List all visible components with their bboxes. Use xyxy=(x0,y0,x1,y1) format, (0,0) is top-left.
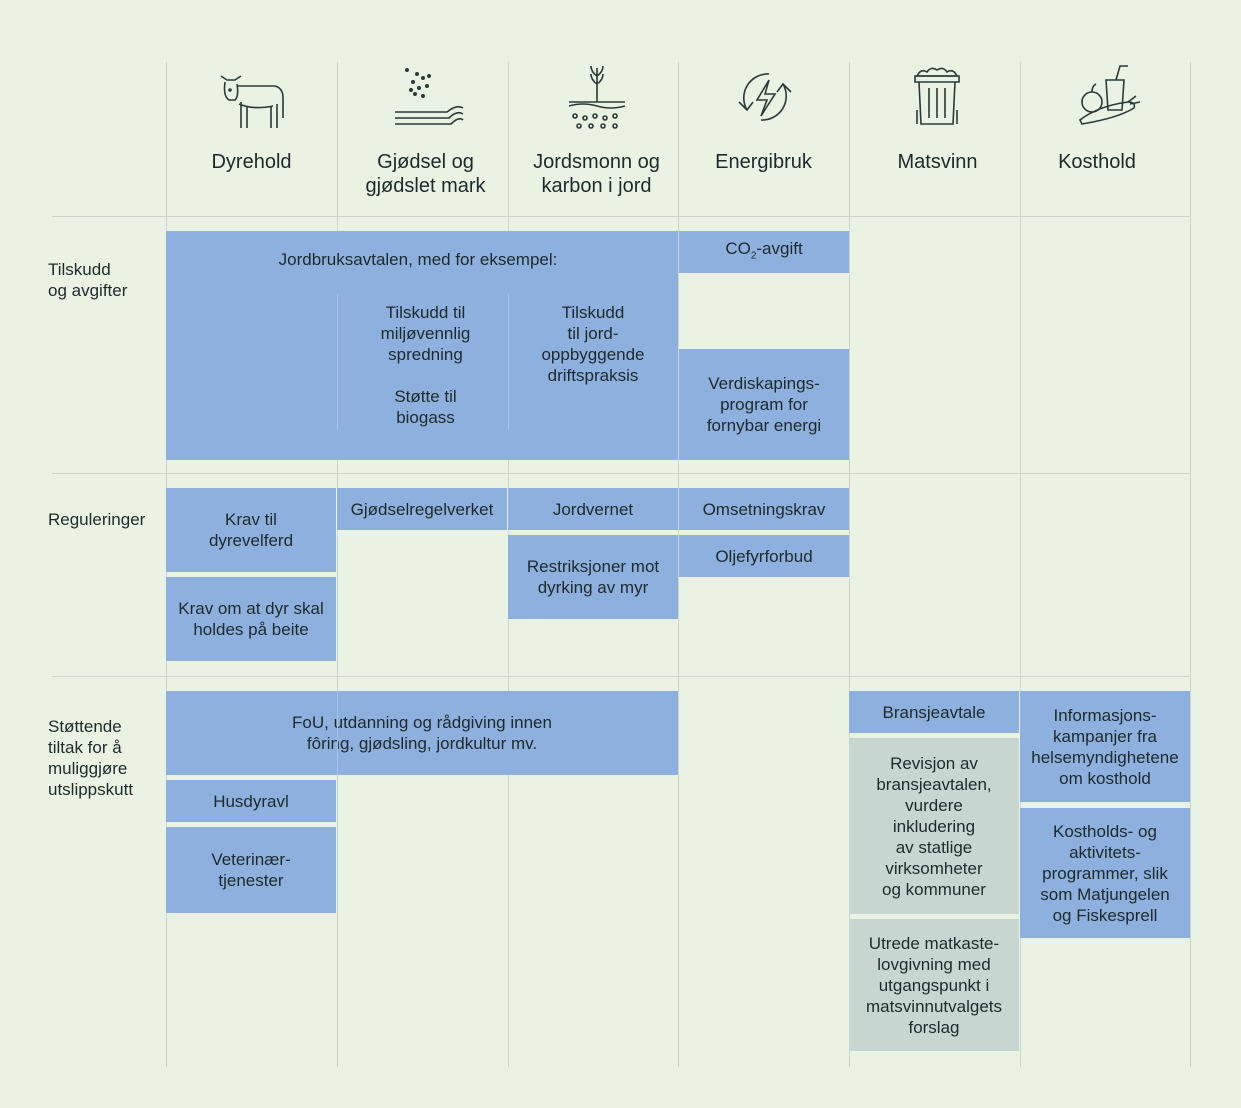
tilskudd-jordoppbyggende-text: Tilskudd til jord- oppbyggende driftspra… xyxy=(541,303,645,385)
fou-divider xyxy=(337,691,338,775)
gjodselregelverket-box: Gjødselregelverket xyxy=(337,488,507,530)
fou-box: FoU, utdanning og rådgiving innen fôring… xyxy=(166,691,678,775)
jordbruksavtalen-divider xyxy=(508,294,509,430)
food-basket-icon xyxy=(1068,62,1148,132)
bransjeavtale-box: Bransjeavtale xyxy=(849,691,1019,733)
jordbruksavtalen-title: Jordbruksavtalen, med for eksempel: xyxy=(278,250,558,269)
husdyravl-box: Husdyravl xyxy=(166,780,336,822)
krav-dyrevelferd-box: Krav til dyrevelferd xyxy=(166,488,336,572)
oljefyrforbud-box: Oljefyrforbud xyxy=(679,535,849,577)
column-header-energibruk: Energibruk xyxy=(715,151,812,173)
cow-icon xyxy=(213,62,293,132)
column-divider xyxy=(849,62,850,1067)
column-header-matsvinn: Matsvinn xyxy=(897,151,978,173)
column-divider xyxy=(678,62,679,1067)
row-label-stottende: Støttende tiltak for å muliggjøre utslip… xyxy=(48,717,134,799)
energy-cycle-icon xyxy=(725,62,805,132)
co2-avgift-box: CO2-avgift xyxy=(679,231,849,273)
co2-label: CO2-avgift xyxy=(725,238,803,262)
column-divider xyxy=(337,62,338,1067)
column-divider xyxy=(1020,62,1021,1067)
column-header-gjodsel: Gjødsel og gjødslet mark xyxy=(365,151,486,197)
fertilizer-field-icon xyxy=(387,62,467,132)
row-label-tilskudd: Tilskudd og avgifter xyxy=(48,260,128,300)
row-divider xyxy=(52,216,1190,217)
informasjonskampanjer-box: Informasjons- kampanjer fra helsemyndigh… xyxy=(1020,691,1190,802)
soil-plant-icon xyxy=(557,62,637,132)
row-label-reguleringer: Reguleringer xyxy=(48,510,146,529)
utrede-box: Utrede matkaste- lovgivning med utgangsp… xyxy=(849,919,1019,1051)
jordbruksavtalen-box xyxy=(166,231,678,460)
column-header-kosthold: Kosthold xyxy=(1058,151,1136,173)
verdiskapingsprogram-box: Verdiskapings- program for fornybar ener… xyxy=(679,349,849,460)
revisjon-box: Revisjon av bransjeavtalen, vurdere inkl… xyxy=(849,738,1019,914)
column-header-jordsmonn: Jordsmonn og karbon i jord xyxy=(533,151,660,197)
tilskudd-miljovennlig-text: Tilskudd til miljøvennlig spredning Støt… xyxy=(380,303,471,427)
food-waste-bin-icon xyxy=(897,62,977,132)
omsetningskrav-box: Omsetningskrav xyxy=(679,488,849,530)
column-divider xyxy=(1190,62,1191,1067)
krav-beite-box: Krav om at dyr skal holdes på beite xyxy=(166,577,336,661)
veterinaer-box: Veterinær- tjenester xyxy=(166,827,336,913)
row-divider xyxy=(52,676,1190,677)
jordbruksavtalen-divider xyxy=(337,294,338,430)
restriksjoner-box: Restriksjoner mot dyrking av myr xyxy=(508,535,678,619)
jordvernet-box: Jordvernet xyxy=(508,488,678,530)
column-header-dyrehold: Dyrehold xyxy=(211,151,292,173)
row-divider xyxy=(52,473,1190,474)
kostholdsprogrammer-box: Kostholds- og aktivitets- programmer, sl… xyxy=(1020,808,1190,938)
